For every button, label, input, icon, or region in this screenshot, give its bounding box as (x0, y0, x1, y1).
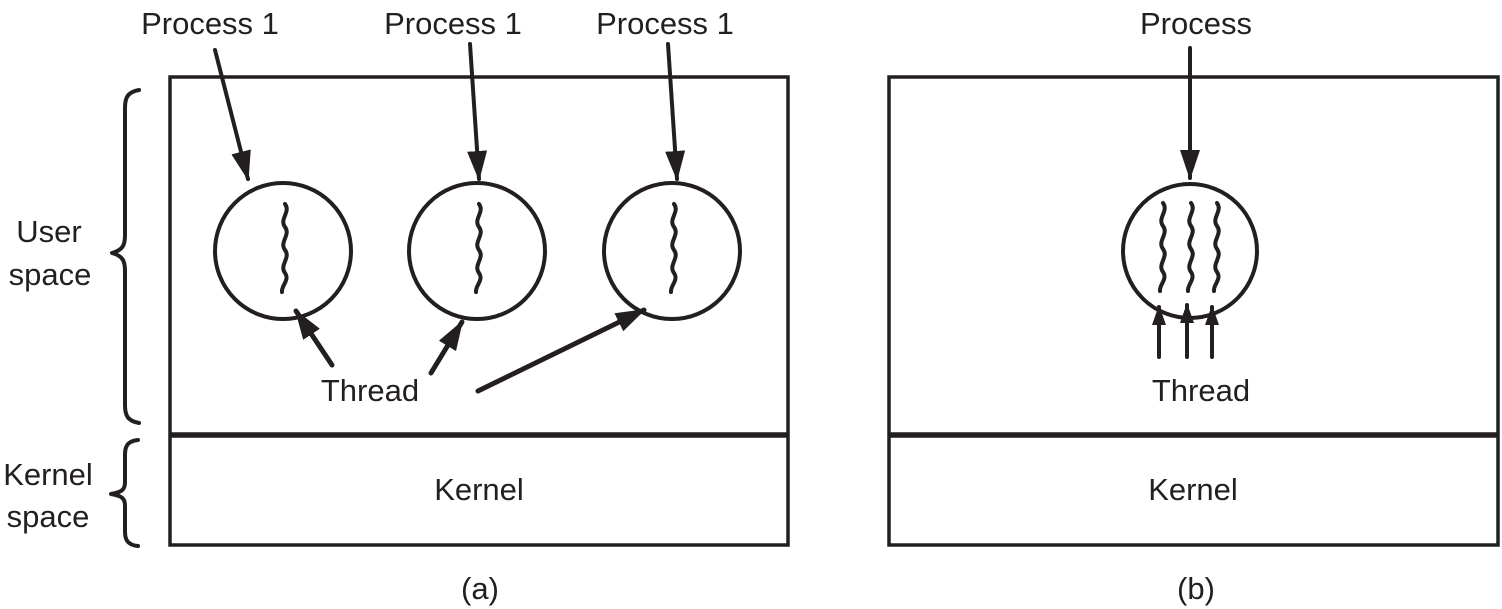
thread-squiggle-2 (473, 202, 483, 294)
thread-arrow-1 (293, 308, 335, 368)
caption-b: (b) (1177, 571, 1215, 606)
kernel-space-brace (109, 438, 140, 548)
thread-label-b: Thread (1152, 373, 1250, 408)
process-label-3: Process 1 (596, 6, 734, 41)
kernel-label-a: Kernel (434, 472, 524, 507)
process-arrow-1 (213, 48, 251, 181)
kernel-space-label-line2: space (7, 499, 90, 534)
process-arrow-2 (467, 42, 488, 181)
caption-a: (a) (461, 571, 499, 606)
process-arrow-3 (665, 42, 686, 181)
kernel-label-b: Kernel (1148, 472, 1238, 507)
thread-arrow-2 (428, 319, 465, 376)
process-circle-1 (213, 181, 353, 321)
process-box-a (168, 75, 790, 547)
process-label-1: Process 1 (141, 6, 279, 41)
user-space-label-line1: User (16, 214, 81, 249)
thread-arrow-3 (475, 307, 647, 394)
thread-squiggle-3 (668, 202, 678, 294)
panel-b: Process Thread Kernel (b) (887, 6, 1500, 606)
user-space-label-line2: space (9, 257, 92, 292)
thread-squiggle-b-1 (1157, 201, 1167, 293)
thread-label-a: Thread (321, 373, 419, 408)
process-circle-3 (602, 181, 742, 321)
thread-squiggle-b-2 (1185, 201, 1195, 293)
side-labels: User space Kernel space (3, 88, 141, 548)
thread-squiggle-b-3 (1211, 201, 1221, 293)
thread-squiggle-1 (279, 202, 289, 294)
panel-a: Process 1 Process 1 Process 1 Thread Ker… (141, 6, 790, 606)
user-space-brace (110, 88, 141, 425)
process-box-b (887, 75, 1500, 547)
process-circle-2 (407, 181, 547, 321)
process-label-2: Process 1 (384, 6, 522, 41)
kernel-space-label-line1: Kernel (3, 457, 93, 492)
process-label-b: Process (1140, 6, 1252, 41)
